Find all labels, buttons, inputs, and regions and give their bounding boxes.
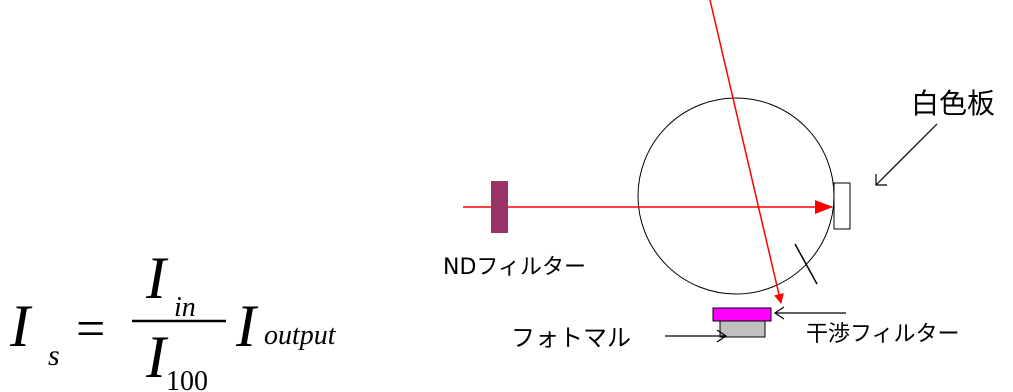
formula-numerator-subscript: in (174, 292, 196, 323)
formula-equals: = (76, 301, 105, 358)
formula-numerator-symbol: I (145, 245, 169, 311)
white-plate-pointer-head (875, 174, 887, 186)
integrating-sphere (637, 97, 835, 295)
formula-lhs-symbol: I (9, 293, 33, 359)
nd-filter-label: NDフィルター (443, 255, 586, 280)
photomultiplier-label: フォトマル (511, 324, 631, 352)
formula: I s = I in I 100 I output (9, 245, 337, 392)
optical-diagram: 白色板 NDフィルター フォトマル 干渉フィルター (443, 0, 995, 352)
baffle (794, 243, 818, 285)
white-plate-label: 白色板 (911, 87, 995, 120)
white-plate-pointer-line (875, 123, 938, 186)
formula-denominator-subscript: 100 (166, 366, 208, 392)
interference-filter (712, 307, 772, 322)
formula-factor-symbol: I (235, 293, 259, 359)
photomultiplier (719, 320, 766, 338)
formula-denominator-symbol: I (145, 324, 169, 390)
diagonal-beam (709, 0, 784, 304)
interference-filter-pointer-head (773, 306, 785, 320)
nd-filter (491, 181, 508, 233)
white-plate (833, 182, 851, 230)
formula-factor-subscript: output (264, 320, 337, 351)
formula-lhs-subscript: s (48, 339, 60, 372)
interference-filter-label: 干渉フィルター (806, 322, 960, 347)
photomultiplier-pointer-head (716, 329, 728, 343)
